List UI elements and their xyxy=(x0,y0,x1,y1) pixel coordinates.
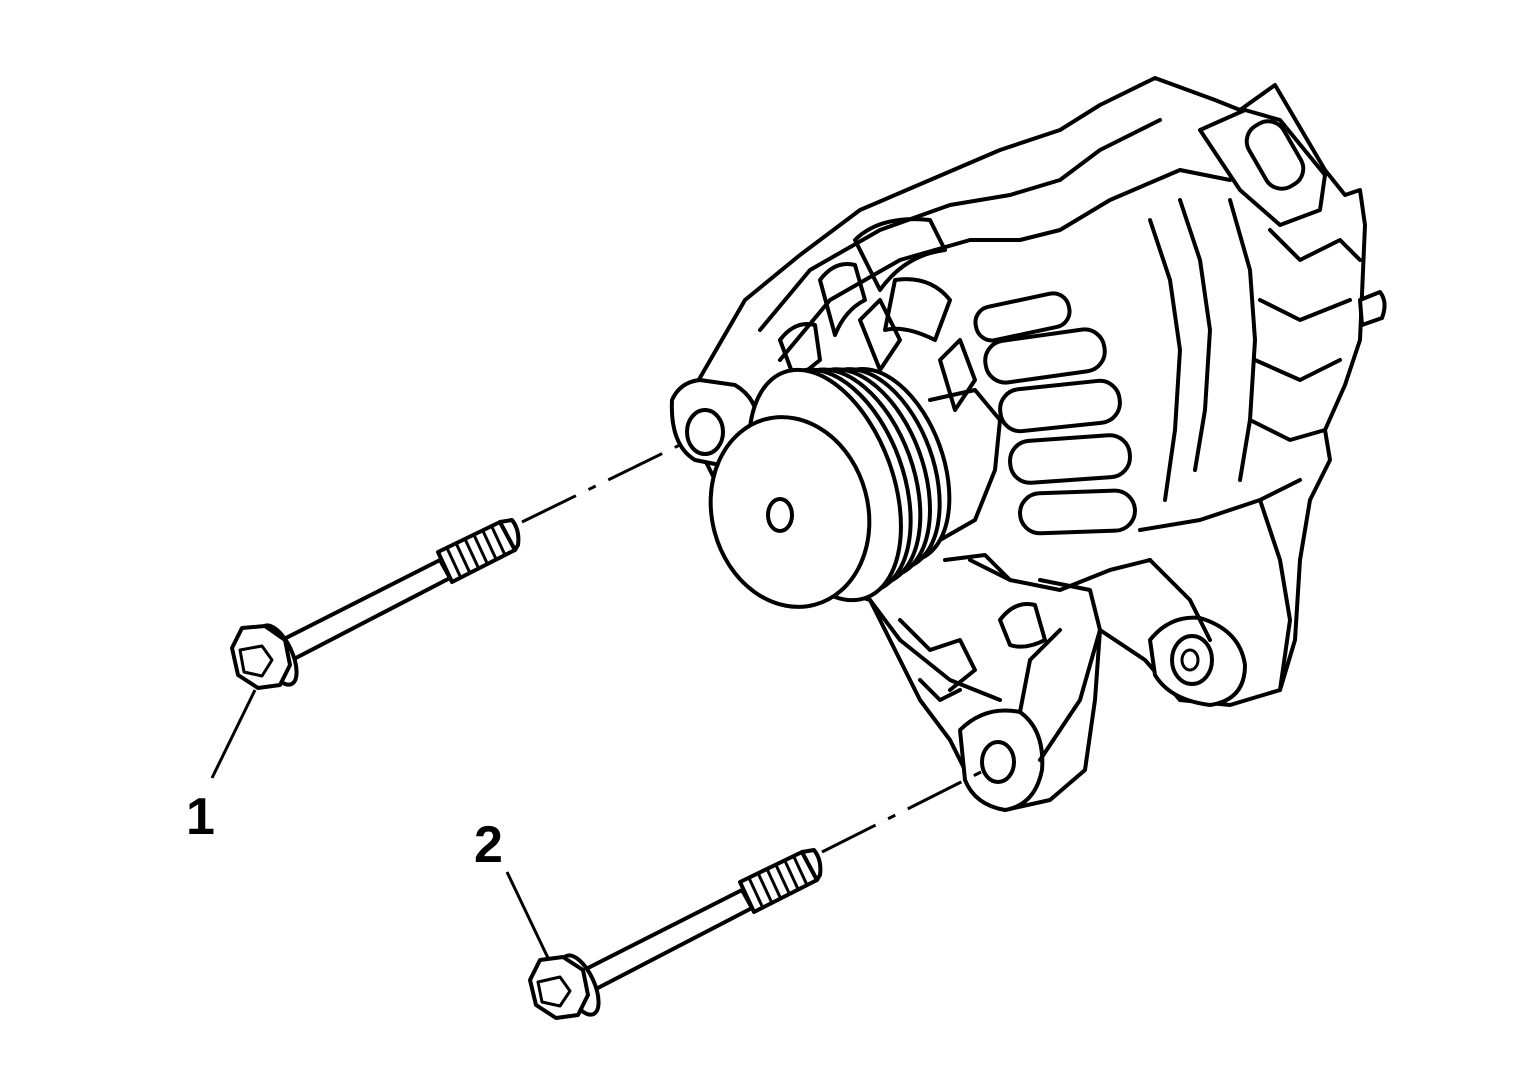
rear-stud xyxy=(1358,290,1387,327)
upper-mounting-hole xyxy=(685,408,725,456)
callout-2-leader xyxy=(505,871,550,959)
pulley xyxy=(708,366,952,609)
callout-1-label: 1 xyxy=(186,788,215,846)
lower-mounting-bracket xyxy=(958,708,1045,812)
pulley-center-hole xyxy=(766,497,794,533)
cooling-slots xyxy=(973,291,1137,536)
front-vents xyxy=(778,217,977,412)
bolt-1 xyxy=(230,518,521,690)
callout-2-label: 2 xyxy=(474,816,503,874)
lower-mounting-hole xyxy=(980,740,1016,784)
callout-1-leader xyxy=(210,689,257,779)
upper-bolt-centerline xyxy=(521,438,691,524)
terminal-connector xyxy=(1198,108,1327,227)
lower-bolt-centerline xyxy=(821,768,986,854)
bolt-2 xyxy=(528,848,823,1020)
alternator xyxy=(669,76,1387,812)
